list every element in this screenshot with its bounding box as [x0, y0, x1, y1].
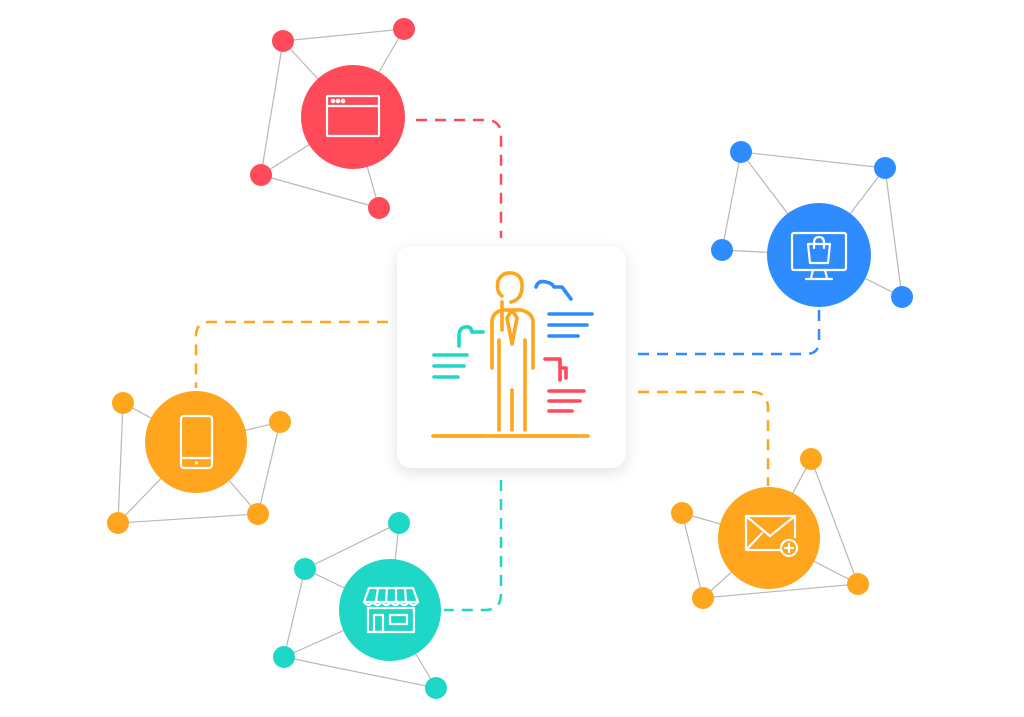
- dot-mobile-3: [107, 512, 129, 534]
- bottom-right-message-bubble: [543, 357, 586, 413]
- node-mobile-circle: [145, 391, 247, 493]
- node-store: [339, 559, 441, 661]
- dot-store-1: [388, 512, 410, 534]
- dot-mobile-1: [112, 392, 134, 414]
- dot-email-1: [800, 448, 822, 470]
- dot-store-4: [425, 677, 447, 699]
- mesh-store: [282, 521, 438, 689]
- dot-ecommerce-2: [874, 157, 896, 179]
- dot-web-2: [393, 18, 415, 40]
- satellite-dots: [107, 18, 913, 699]
- center-card: [397, 246, 626, 468]
- dot-email-4: [692, 587, 714, 609]
- node-email: [718, 487, 820, 589]
- connector-store: [444, 480, 503, 612]
- dot-email-3: [847, 573, 869, 595]
- shopping-bag-monitor-icon: [790, 231, 848, 281]
- node-email-circle: [718, 487, 820, 589]
- dot-email-2: [671, 502, 693, 524]
- connectors: [194, 118, 821, 612]
- connector-ecommerce: [638, 306, 821, 356]
- customer-person-icon: [431, 271, 594, 438]
- node-ecommerce-circle: [767, 203, 871, 307]
- dot-store-3: [273, 646, 295, 668]
- storefront-icon: [362, 586, 420, 634]
- top-right-message-bubble: [534, 279, 594, 338]
- node-store-circle: [339, 559, 441, 661]
- node-web: [301, 65, 405, 169]
- dot-ecommerce-3: [711, 239, 733, 261]
- node-web-circle: [301, 65, 405, 169]
- dot-web-4: [368, 197, 390, 219]
- smartphone-icon: [179, 414, 214, 470]
- connector-web: [416, 118, 503, 238]
- dot-ecommerce-4: [891, 286, 913, 308]
- email-add-icon: [744, 514, 799, 558]
- node-ecommerce: [767, 203, 871, 307]
- dot-ecommerce-1: [730, 141, 752, 163]
- mesh-ecommerce: [721, 150, 903, 299]
- browser-window-icon: [325, 94, 381, 138]
- dot-mobile-2: [269, 411, 291, 433]
- node-mobile: [145, 391, 247, 493]
- dot-store-2: [294, 558, 316, 580]
- dot-web-3: [250, 164, 272, 186]
- connector-email: [638, 390, 770, 486]
- connector-mobile: [194, 320, 388, 388]
- dot-web-1: [272, 30, 294, 52]
- dot-mobile-4: [247, 503, 269, 525]
- person-figure: [431, 271, 590, 438]
- left-message-bubble: [432, 325, 485, 379]
